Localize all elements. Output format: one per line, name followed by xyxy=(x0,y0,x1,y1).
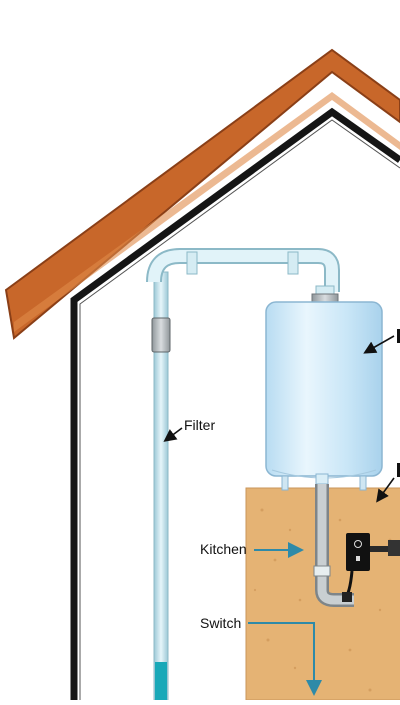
flow-arrows xyxy=(248,542,322,696)
pointer-arrows xyxy=(163,335,395,503)
switch-box-icon xyxy=(342,533,400,602)
water-column xyxy=(155,662,167,700)
label-filter: Filter xyxy=(184,417,215,433)
label-fragment-cabinet xyxy=(397,463,400,477)
filter-cartridge-icon xyxy=(151,317,171,353)
house-wall xyxy=(70,107,400,700)
roof xyxy=(4,48,400,340)
outlet-pipe xyxy=(313,484,354,607)
label-kitchen: Kitchen xyxy=(200,541,247,557)
label-fragment-tank xyxy=(397,329,400,343)
label-switch: Switch xyxy=(200,615,241,631)
water-heater-tank-icon xyxy=(265,301,383,491)
